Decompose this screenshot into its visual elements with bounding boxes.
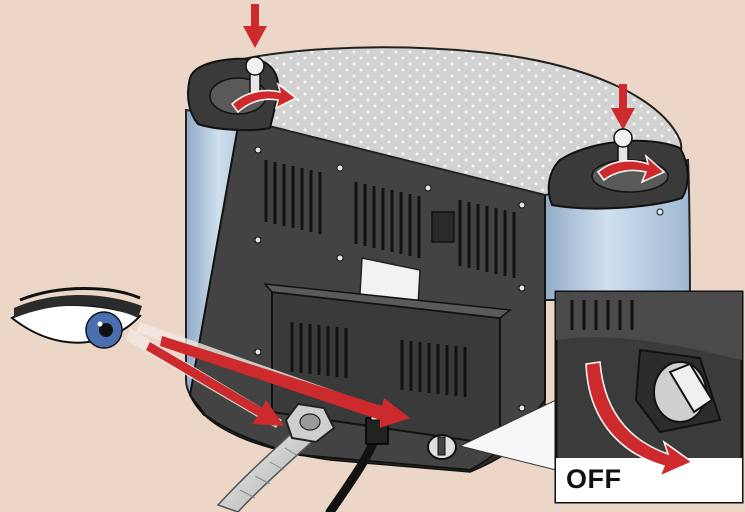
screws — [254, 146, 664, 412]
latch — [431, 211, 455, 243]
upper-vents — [264, 160, 516, 278]
water-hose — [216, 423, 318, 512]
key-icon-right — [613, 128, 633, 166]
inset-switch-lever — [668, 362, 714, 414]
look-arrows — [146, 336, 410, 428]
curved-arrow-icon-right — [596, 153, 666, 184]
curved-arrow-icon-left — [230, 82, 298, 114]
lower-vents — [290, 322, 467, 397]
curved-arrow-icon-inset — [585, 361, 694, 478]
off-label: OFF — [566, 464, 622, 494]
down-arrow-left — [243, 4, 267, 48]
eye-icon — [10, 287, 142, 349]
down-arrow-right — [611, 84, 635, 130]
inset-panel — [554, 290, 744, 504]
